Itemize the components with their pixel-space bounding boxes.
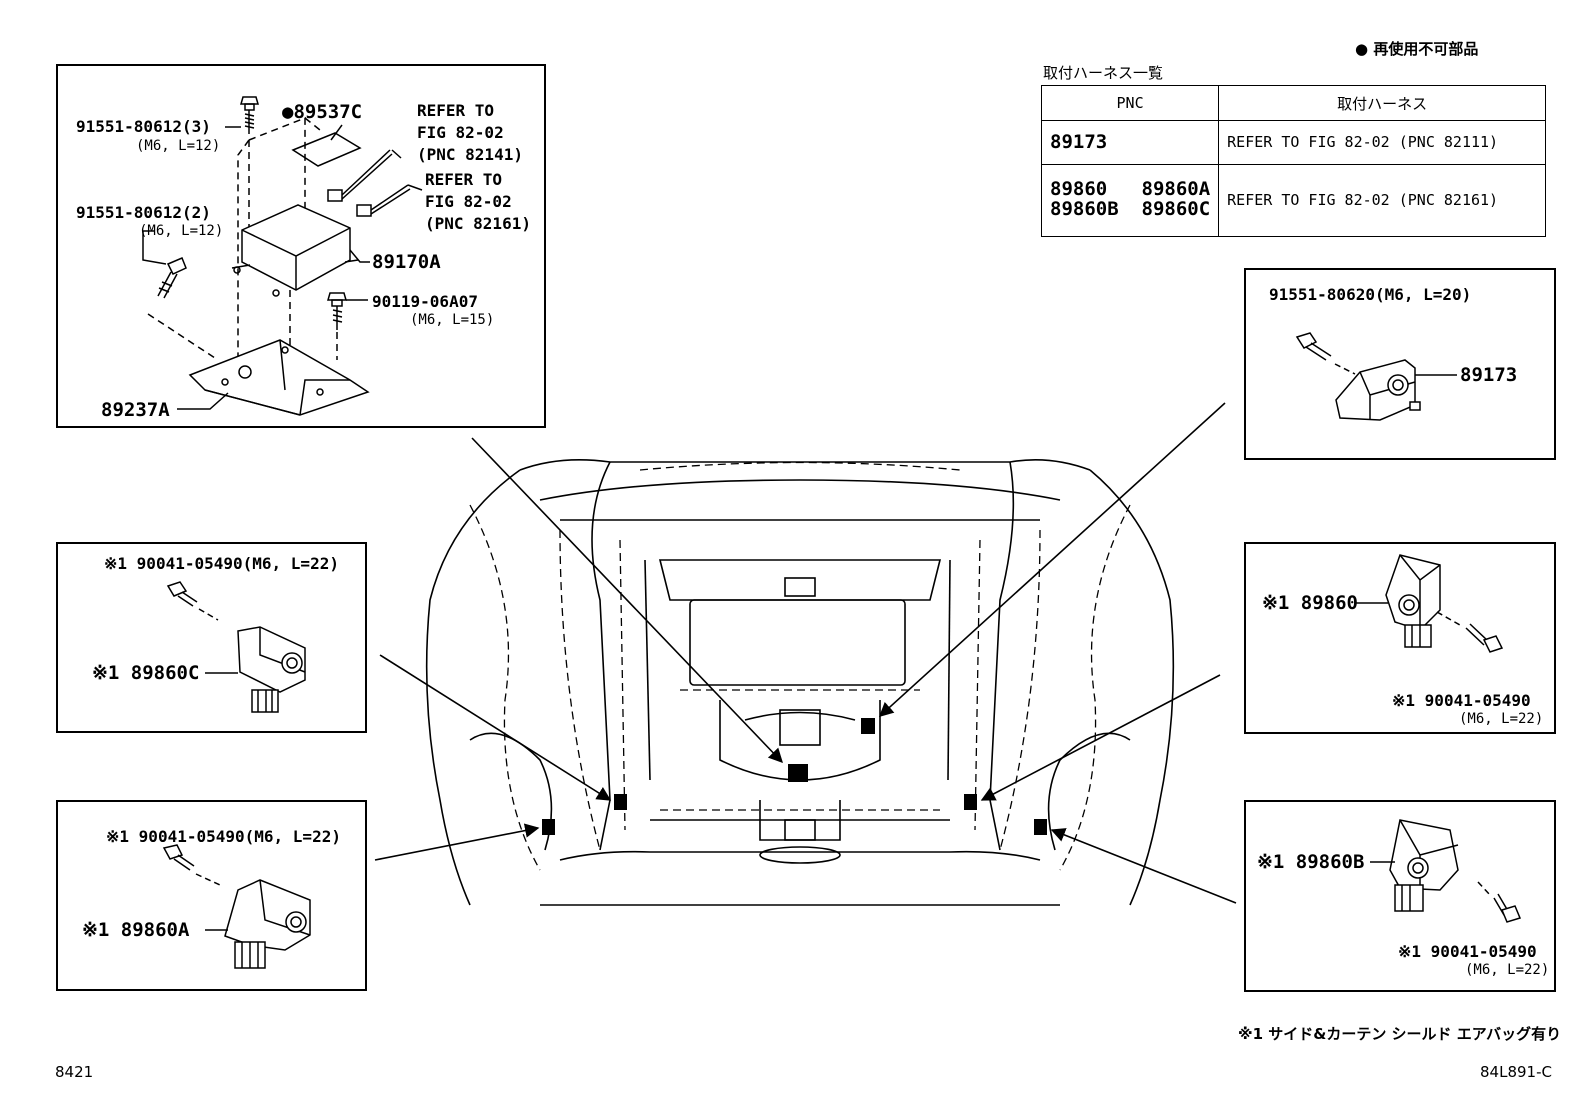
bolt-icon [157,257,187,299]
location-marker-89860c [614,794,627,810]
reuse-legend: ● 再使用不可部品 [1355,38,1478,59]
bolt-90041-05490-label: ※1 90041-05490(M6, L=22) [106,827,341,846]
arrow-ecu [471,437,783,764]
bracket-89237a-label: 89237A [101,399,170,421]
sensor-89860b-drawing [1370,819,1522,923]
ecu-89170a-label: 89170A [372,251,441,273]
sensor-89860c-drawing [166,581,306,713]
pnc-cell: 89173 [1040,120,1220,165]
bolt-icon [240,96,259,134]
harness-cell: REFER TO FIG 82-02 (PNC 82161) [1218,163,1546,238]
location-marker-89173 [861,718,875,734]
harness-table-caption: 取付ハーネス一覧 [1043,64,1164,82]
footnote: ※1 サイド&カーテン シールド エアバッグ有り [1238,1025,1562,1043]
bolt-91551-80612-2-label: 91551-80612(2) [76,203,211,222]
bolt-icon [327,292,347,330]
vehicle-body-outline [425,458,1175,906]
bolt-90119-06a07-label: 90119-06A07 [372,292,478,311]
bolt-90119-06a07-spec: (M6, L=15) [410,312,495,328]
sensor-89860c-label: ※1 89860C [92,662,200,684]
bolt-91551-80612-2-spec: (M6, L=12) [139,223,224,239]
page-number: 8421 [55,1063,94,1081]
non-reusable-mark: ● [282,101,294,123]
sensor-location-markers [542,718,1047,835]
harness-cell: REFER TO FIG 82-02 (PNC 82111) [1218,120,1546,165]
bolt-90041-05490-label: ※1 90041-05490 [1392,691,1531,710]
refer-82161-line2: FIG 82-02 [425,192,512,211]
sensor-89860-drawing [1355,554,1504,653]
table-header-row: PNC 取付ハーネス [1040,85,1546,121]
figure-code: 84L891-C [1480,1063,1552,1081]
refer-82141-line3: (PNC 82141) [417,145,523,164]
bolt-90041-05490-label: ※1 90041-05490 [1398,942,1537,961]
sensor-89860b-label: ※1 89860B [1257,851,1365,873]
label-89537c-part: ●89537C [282,101,363,123]
bolt-91551-80612-3-label: 91551-80612(3) [76,117,211,136]
location-marker-89860b [1034,819,1047,835]
refer-82161-line3: (PNC 82161) [425,214,531,233]
sensor-89860a-drawing [162,844,311,969]
leader-arrows [374,402,1237,904]
header-harness: 取付ハーネス [1218,85,1546,121]
non-reusable-label: 再使用不可部品 [1373,40,1479,58]
bolt-91551-80612-3-spec: (M6, L=12) [136,138,221,154]
header-pnc: PNC [1040,85,1220,121]
arrow-89173 [878,402,1226,717]
bolt-90041-05490-spec: (M6, L=22) [1459,711,1544,727]
table-row: 89173 REFER TO FIG 82-02 (PNC 82111) [1040,120,1546,165]
location-marker-ecu [788,764,808,782]
vehicle-hidden-lines [469,461,1131,871]
bolt-91551-80620-label: 91551-80620(M6, L=20) [1269,285,1472,304]
sensor-89860a-detail-box [56,800,367,991]
refer-82141-line2: FIG 82-02 [417,123,504,142]
arrow-89860c [379,654,612,801]
location-marker-89860a [542,819,555,835]
bolt-90041-05490-spec: (M6, L=22) [1465,962,1550,978]
location-marker-89860 [964,794,977,810]
non-reusable-mark: ● [1355,40,1369,58]
sensor-89173-label: 89173 [1460,364,1518,386]
refer-82141-line1: REFER TO [417,101,495,120]
ecu-assembly-drawing [142,96,423,416]
arrow-89860a [374,823,540,861]
sensor-89173-drawing [1295,332,1457,421]
sensor-89860c-detail-box [56,542,367,733]
arrow-89860b [1050,828,1237,904]
refer-82161-line1: REFER TO [425,170,503,189]
harness-table: PNC 取付ハーネス 89173 REFER TO FIG 82-02 (PNC… [1040,85,1546,238]
sensor-89860-label: ※1 89860 [1262,592,1358,614]
sensor-89860a-label: ※1 89860A [82,919,190,941]
arrow-89860 [980,674,1221,801]
bolt-90041-05490-label: ※1 90041-05490(M6, L=22) [104,554,339,573]
